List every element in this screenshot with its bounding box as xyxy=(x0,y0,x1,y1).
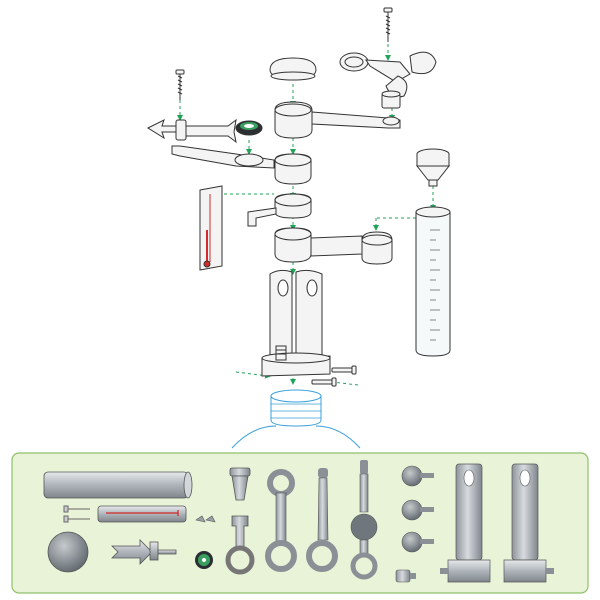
compass xyxy=(195,551,213,569)
rain-gauge-tube xyxy=(415,206,451,357)
screws-pair xyxy=(63,505,90,523)
compass xyxy=(235,120,263,136)
hub xyxy=(395,569,416,583)
column-housing xyxy=(261,269,331,377)
side-screws xyxy=(311,365,357,387)
assembly-view xyxy=(146,7,451,449)
top-arm-ring xyxy=(274,101,401,139)
cups xyxy=(395,465,434,583)
bottle-neck xyxy=(231,389,361,449)
anemometer-hub xyxy=(381,90,401,109)
screw xyxy=(175,69,185,100)
housing-right xyxy=(503,463,554,583)
ring-arm-a xyxy=(265,469,297,572)
anemometer-cups xyxy=(339,51,437,98)
thermometer xyxy=(199,185,223,271)
mid-collar xyxy=(274,193,312,219)
funnel xyxy=(415,148,451,187)
clip-bracket xyxy=(247,207,277,227)
dome xyxy=(47,531,89,573)
cup-1 xyxy=(401,465,434,487)
thermometer-tube xyxy=(97,505,187,523)
ring-arm-b xyxy=(306,468,338,572)
funnel-connector xyxy=(225,467,255,575)
vane-stick xyxy=(350,460,378,580)
small-screws xyxy=(195,515,216,523)
cup-3 xyxy=(401,531,434,553)
parts-panel xyxy=(11,452,589,594)
tube-long xyxy=(43,471,193,499)
wind-vane-arrow xyxy=(146,118,237,144)
vane-screw xyxy=(383,7,393,42)
cup-2 xyxy=(401,499,434,521)
vane-arm xyxy=(171,145,312,185)
housing-left xyxy=(440,463,491,583)
cap-dome xyxy=(269,57,317,81)
arrow-vane xyxy=(111,539,177,565)
rain-arm xyxy=(274,227,393,265)
